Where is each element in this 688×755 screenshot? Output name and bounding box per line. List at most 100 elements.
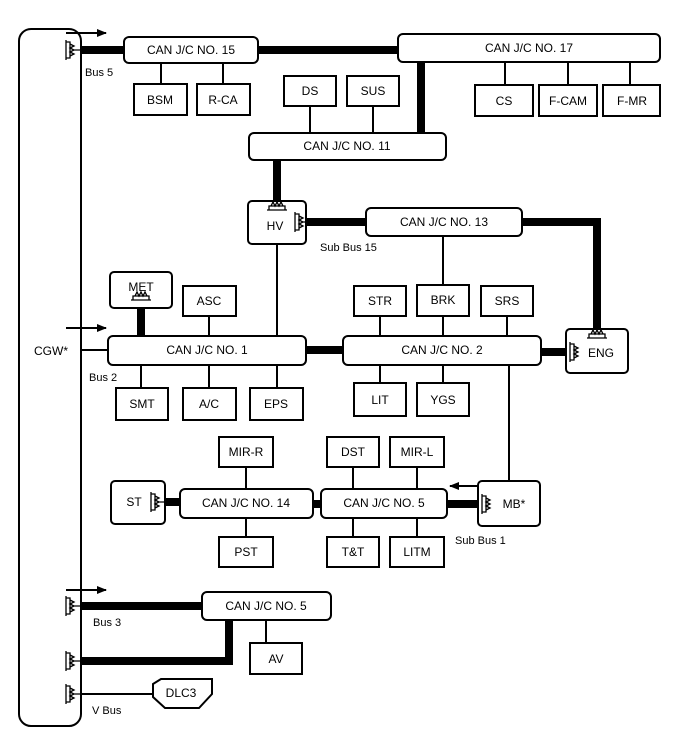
ecu-label-fmr: F-MR	[617, 94, 647, 108]
bus-label-bus2: Bus 2	[89, 372, 117, 384]
wire-jc5b-cgw-lower	[80, 620, 233, 665]
bus-labels: Bus 5 Bus 2 Bus 3 V Bus Sub Bus 15 Sub B…	[85, 67, 506, 717]
junction-connector-jc14-label: CAN J/C NO. 14	[202, 496, 290, 510]
ecu-label-mb: MB*	[503, 497, 526, 511]
ecu-box-sus	[346, 75, 400, 107]
ecu-label-pst: PST	[234, 545, 258, 559]
resistor-icon-hv-top	[267, 200, 287, 211]
ecu-label-asc: ASC	[197, 294, 222, 308]
ecu-label-ygs: YGS	[430, 393, 455, 407]
junction-connector-jc11-label: CAN J/C NO. 11	[303, 139, 390, 153]
junction-connector-jc5a-label: CAN J/C NO. 5	[343, 496, 425, 510]
resistor-icon-mb	[481, 494, 492, 514]
ecu-label-eps: EPS	[264, 397, 288, 411]
junction-connector-jc1-label: CAN J/C NO. 1	[166, 343, 248, 357]
ecu-label-brk: BRK	[431, 293, 456, 307]
ecu-box-ac	[182, 387, 237, 421]
terminating-resistors	[65, 40, 607, 704]
junction-connector-jc5a	[320, 488, 448, 519]
ecu-box-fcam	[538, 84, 598, 117]
junction-connector-jc15-label: CAN J/C NO. 15	[147, 43, 235, 57]
junction-connector-jc13-label: CAN J/C NO. 13	[400, 215, 488, 229]
ecu-label-str: STR	[368, 294, 392, 308]
cgw-label: CGW*	[34, 344, 68, 358]
ecu-box-lit	[353, 382, 407, 417]
junction-connector-jc13	[365, 207, 523, 237]
cgw-gateway: CGW*	[18, 28, 82, 727]
ecu-box-cs	[474, 84, 534, 117]
junction-connector-jc15	[123, 36, 259, 64]
junction-connector-jc5b	[201, 591, 332, 621]
junction-connector-jc5b-label: CAN J/C NO. 5	[225, 599, 307, 613]
ecu-box-fmr	[602, 84, 661, 117]
bus-label-subbus15: Sub Bus 15	[320, 242, 377, 254]
ecu-box-bsm	[133, 83, 188, 116]
bus-label-bus5: Bus 5	[85, 67, 113, 79]
dlc3-label: DLC3	[166, 686, 197, 700]
resistor-icon-met	[131, 290, 151, 301]
wire-jc13-eng	[522, 218, 601, 329]
bus-label-vbus: V Bus	[92, 705, 122, 717]
ecu-box-brk	[416, 284, 470, 317]
ecu-box-mirr	[218, 436, 274, 468]
ecu-label-ac: A/C	[199, 397, 219, 411]
resistor-icon-eng-top	[587, 328, 607, 339]
ecu-box-dst	[326, 436, 380, 468]
junction-connectors: CAN J/C NO. 15 CAN J/C NO. 17 CAN J/C NO…	[107, 33, 661, 621]
ecu-box-av	[249, 642, 303, 675]
ecu-label-eng: ENG	[588, 346, 614, 360]
ecu-label-mirr: MIR-R	[229, 445, 264, 459]
bus-label-bus3: Bus 3	[93, 617, 121, 629]
ecu-box-pst	[218, 536, 274, 568]
ecu-box-ygs	[416, 382, 470, 417]
ecu-box-mb	[477, 480, 541, 527]
ecu-box-srs	[480, 285, 534, 317]
ecu-box-smt	[115, 387, 169, 421]
cgw-label-bg	[28, 340, 74, 360]
junction-connector-jc2	[342, 335, 542, 366]
ecu-label-fcam: F-CAM	[549, 94, 587, 108]
ecu-label-bsm: BSM	[147, 93, 173, 107]
ecus: BSM R-CA DS SUS CS F-CAM F-MR HV MET ASC…	[109, 75, 661, 709]
dlc3-connector	[152, 678, 213, 709]
junction-connector-jc17	[397, 33, 661, 63]
ecu-label-met: MET	[128, 280, 154, 294]
ecu-label-litm: LITM	[403, 545, 430, 559]
resistor-icon-cgw-bus5	[65, 40, 80, 60]
ecu-label-dst: DST	[341, 445, 366, 459]
resistor-icon-cgw-vbus	[65, 684, 80, 704]
resistor-icon-st	[150, 492, 165, 512]
ecu-label-sus: SUS	[361, 84, 386, 98]
junction-connector-jc1	[107, 335, 307, 366]
resistor-icon-cgw-bus3	[65, 596, 80, 616]
bus-label-subbus1: Sub Bus 1	[455, 535, 506, 547]
resistor-icon-cgw-lower	[65, 651, 80, 671]
ecu-label-mirl: MIR-L	[401, 445, 434, 459]
ecu-label-st: ST	[126, 495, 142, 509]
ecu-label-srs: SRS	[495, 294, 520, 308]
ecu-box-str	[353, 285, 407, 317]
resistor-icon-eng-left	[569, 342, 580, 362]
junction-connector-jc14	[179, 488, 314, 519]
ecu-label-hv: HV	[267, 219, 284, 233]
ecu-label-ds: DS	[302, 84, 319, 98]
resistor-icon-hv-right	[294, 212, 306, 232]
cgw-box	[18, 28, 82, 727]
wires	[80, 46, 631, 695]
ecu-label-tt: T&T	[342, 545, 365, 559]
ecu-box-tt	[326, 536, 380, 568]
ecu-label-av: AV	[268, 652, 283, 666]
ecu-label-cs: CS	[496, 94, 513, 108]
ecu-box-litm	[389, 536, 445, 568]
ecu-box-rca	[196, 83, 251, 116]
ecu-label-rca: R-CA	[208, 93, 237, 107]
ecu-box-ds	[283, 75, 337, 107]
ecu-label-smt: SMT	[129, 397, 155, 411]
ecu-label-lit: LIT	[371, 393, 389, 407]
ecu-box-asc	[182, 285, 237, 317]
ecu-box-mirl	[389, 436, 445, 468]
ecu-box-eps	[249, 387, 304, 421]
junction-connector-jc11	[248, 132, 447, 161]
junction-connector-jc17-label: CAN J/C NO. 17	[485, 41, 573, 55]
